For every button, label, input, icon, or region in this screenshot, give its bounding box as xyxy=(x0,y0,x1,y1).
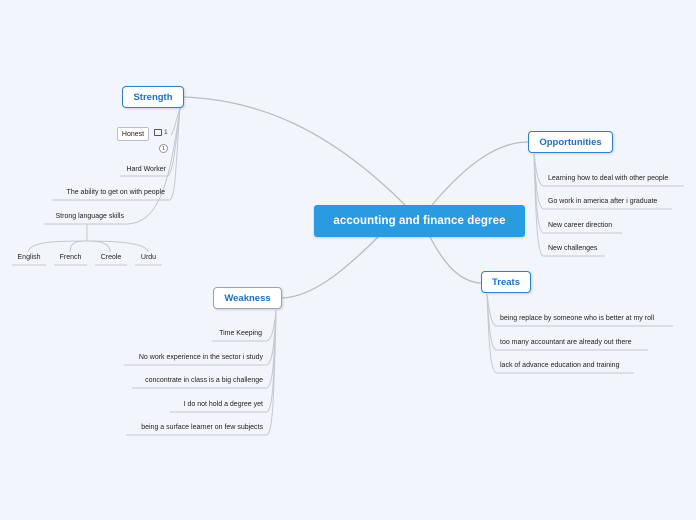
comment-badge[interactable]: 1 xyxy=(154,129,168,136)
node-new-challenges[interactable]: New challenges xyxy=(548,245,598,252)
node-strong-language-skills[interactable]: Strong language skills xyxy=(55,213,125,220)
node-too-many-accountants[interactable]: too many accountant are already out ther… xyxy=(500,339,632,346)
node-no-degree-yet[interactable]: I do not hold a degree yet xyxy=(183,401,263,408)
node-language-english[interactable]: English xyxy=(17,254,41,261)
topic-opportunities[interactable]: Opportunities xyxy=(528,131,613,153)
node-deal-with-people[interactable]: Learning how to deal with other people xyxy=(548,175,669,182)
priority-marker-icon: 1 xyxy=(159,144,168,153)
node-new-career-direction[interactable]: New career direction xyxy=(548,222,613,229)
node-concentrate-in-class[interactable]: concontrate in class is a big challenge xyxy=(145,377,263,384)
node-work-in-america[interactable]: Go work in america after i graduate xyxy=(548,198,658,205)
connector-treats xyxy=(429,236,482,284)
topic-treats[interactable]: Treats xyxy=(481,271,531,293)
topic-weakness[interactable]: Weakness xyxy=(213,287,282,309)
node-get-on-with-people[interactable]: The ability to get on with people xyxy=(66,189,165,196)
connector-weakness xyxy=(281,236,379,299)
node-language-french[interactable]: French xyxy=(59,254,82,261)
node-language-creole[interactable]: Creole xyxy=(100,254,122,261)
central-topic[interactable]: accounting and finance degree xyxy=(314,205,525,237)
node-time-keeping[interactable]: Time Keeping xyxy=(219,330,262,337)
node-honest[interactable]: Honest xyxy=(117,127,149,141)
node-hard-worker[interactable]: Hard Worker xyxy=(126,166,166,173)
node-language-urdu[interactable]: Urdu xyxy=(140,254,157,261)
connector-opportunities xyxy=(431,141,529,206)
node-no-work-experience[interactable]: No work experience in the sector i study xyxy=(138,354,263,361)
comment-icon xyxy=(154,129,162,136)
topic-strength[interactable]: Strength xyxy=(122,86,184,108)
connector-strength xyxy=(183,96,406,206)
node-being-replaced[interactable]: being replace by someone who is better a… xyxy=(500,315,655,322)
node-lack-of-education[interactable]: lack of advance education and training xyxy=(500,362,620,369)
node-surface-learner[interactable]: being a surface learner on few subjects xyxy=(141,424,263,431)
comment-count: 1 xyxy=(164,129,168,136)
